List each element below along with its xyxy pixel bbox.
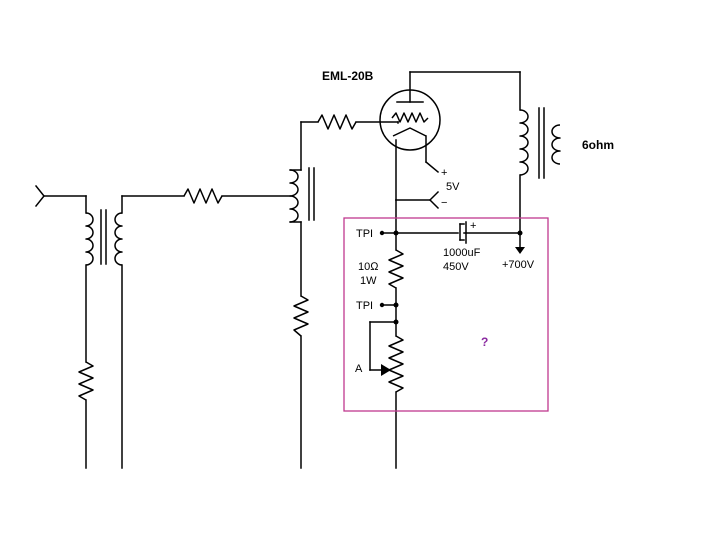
cap-value-label: 1000uF — [443, 247, 481, 259]
tpi-mid-label: TPI — [356, 300, 373, 312]
pot-label: A — [355, 363, 363, 375]
heater-wiring — [395, 135, 440, 210]
speaker-label: 6ohm — [582, 138, 614, 152]
input-connector — [34, 184, 87, 208]
heater-voltage-label: 5V — [446, 181, 460, 193]
cap-plus-label: + — [470, 220, 476, 232]
input-transformer — [85, 195, 123, 266]
bias-potentiometer — [369, 304, 404, 469]
resistor-value-label: 10Ω — [358, 261, 379, 273]
grid-stopper-resistor — [300, 114, 399, 130]
tube-label: EML-20B — [322, 69, 374, 83]
interstage-choke — [289, 121, 315, 223]
series-resistor — [121, 188, 291, 204]
cathode-resistor — [388, 232, 404, 306]
input-ground-resistor — [78, 264, 123, 469]
cap-voltage-label: 450V — [443, 261, 469, 273]
heater-plus-label: + — [441, 167, 447, 179]
tpi-top-test-point — [379, 230, 459, 236]
grid-leak-resistor — [293, 221, 309, 469]
eml-20b-tube — [379, 71, 441, 151]
resistor-power-label: 1W — [360, 275, 377, 287]
unknown-marker: ? — [481, 335, 488, 349]
supply-arrow — [515, 230, 525, 254]
highlight-box — [343, 217, 549, 412]
heater-minus-label: − — [441, 197, 447, 209]
plate-wiring — [409, 71, 521, 111]
supply-voltage-label: +700V — [502, 259, 535, 271]
bypass-capacitor — [459, 221, 521, 244]
tpi-top-label: TPI — [356, 228, 373, 240]
output-transformer — [519, 107, 561, 234]
